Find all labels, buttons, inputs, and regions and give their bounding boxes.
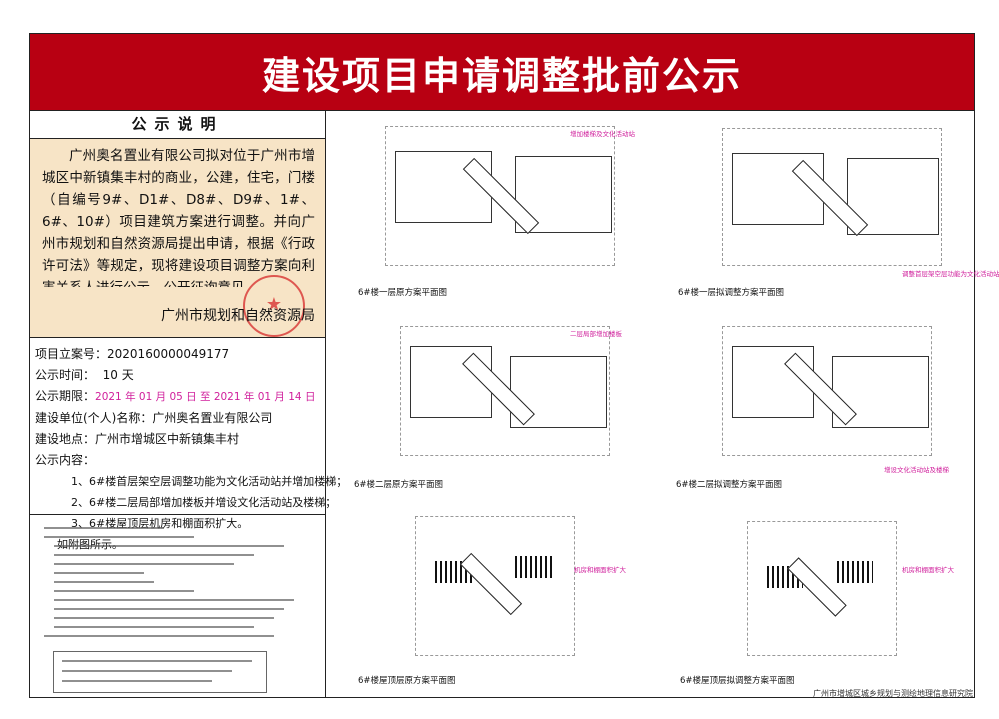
site-label: 建设地点：: [35, 432, 96, 446]
content-item: 2、6#楼二层局部增加楼板并增设文化活动站及楼梯；: [71, 496, 337, 509]
plan-cell-6: 机房和棚面积扩大 6#楼屋顶层拟调整方案平面图: [652, 516, 972, 696]
duration-value: 10 天: [102, 368, 134, 382]
page-title: 建设项目申请调整批前公示: [261, 53, 742, 98]
fine-print-block: [30, 514, 325, 694]
issuer-box: 广州市规划和自然资源局: [30, 275, 325, 338]
notice-body: 广州奥名置业有限公司拟对位于广州市增城区中新镇集丰村的商业，公建，住宅，门楼（自…: [30, 139, 325, 296]
floor-plan-drawing: [722, 128, 942, 266]
fine-print-line: [54, 581, 154, 583]
plan-caption: 6#楼屋顶层原方案平面图: [358, 676, 456, 686]
plan-outline: [747, 521, 897, 656]
plan-cell-2: 调整首层架空层功能为文化活动站 6#楼一层拟调整方案平面图: [652, 116, 999, 306]
content-label: 公示内容：: [35, 453, 96, 467]
fine-print-line: [54, 563, 234, 565]
title-banner: 建设项目申请调整批前公示: [30, 34, 974, 111]
content-item: 1、6#楼首层架空层调整功能为文化活动站并增加楼梯；: [71, 475, 348, 488]
fine-print-line: [54, 545, 284, 547]
applicant-row: 建设单位(个人)名称：广州奥名置业有限公司: [35, 408, 325, 429]
plan-annotation: 机房和棚面积扩大: [902, 566, 954, 574]
fine-print-line: [62, 670, 232, 672]
plan-cell-3: 二层局部增加楼板 6#楼二层原方案平面图: [330, 316, 648, 506]
fine-print-line: [54, 608, 284, 610]
floor-plan-drawing: [722, 326, 932, 456]
plan-caption: 6#楼二层拟调整方案平面图: [676, 480, 783, 490]
period-label: 公示期限：: [35, 389, 96, 403]
plan-outline: [722, 326, 932, 456]
plan-stair-hatch: [837, 561, 873, 583]
seal-icon: [243, 275, 305, 337]
site-value: 广州市增城区中新镇集丰村: [95, 432, 240, 446]
applicant-value: 广州奥名置业有限公司: [152, 411, 273, 425]
plan-outline: [415, 516, 575, 656]
floor-plan-drawing: [385, 126, 615, 266]
case-row: 项目立案号：2020160000049177: [35, 344, 325, 365]
plan-wall: [515, 156, 612, 233]
duration-label: 公示时间：: [35, 368, 96, 382]
plan-stair-hatch: [515, 556, 555, 578]
plan-annotation: 调整首层架空层功能为文化活动站: [902, 270, 999, 278]
fine-print-line: [54, 590, 194, 592]
plan-annotation: 增设文化活动站及楼梯: [884, 466, 949, 474]
floor-plan-drawing: [400, 326, 610, 456]
notice-heading: 公示说明: [30, 110, 325, 139]
floor-plan-drawing: [415, 516, 575, 656]
fine-print-box: [53, 651, 267, 693]
period-value: 2021 年 01 月 05 日 至 2021 年 01 月 14 日: [95, 391, 316, 403]
fine-print-line: [44, 527, 164, 529]
fine-print-line: [54, 626, 254, 628]
fine-print-line: [54, 554, 254, 556]
fine-print-line: [54, 617, 274, 619]
plan-outline: [385, 126, 615, 266]
plan-caption: 6#楼一层拟调整方案平面图: [678, 288, 785, 298]
notice-column: 公示说明 广州奥名置业有限公司拟对位于广州市增城区中新镇集丰村的商业，公建，住宅…: [30, 110, 348, 697]
project-info: 项目立案号：2020160000049177 公示时间： 10 天 公示期限：2…: [30, 338, 348, 555]
plan-caption: 6#楼屋顶层拟调整方案平面图: [680, 676, 795, 686]
floor-plan-drawing: [747, 521, 897, 656]
duration-row: 公示时间： 10 天: [35, 365, 325, 386]
issuer-name: 广州市规划和自然资源局: [161, 308, 315, 324]
fine-print-line: [44, 635, 274, 637]
plan-outline: [722, 128, 942, 266]
footer-credit: 广州市增城区城乡规划与测绘地理信息研究院: [813, 689, 973, 698]
notice-frame: 建设项目申请调整批前公示 公示说明 广州奥名置业有限公司拟对位于广州市增城区中新…: [29, 33, 999, 698]
plan-cell-4: 增设文化活动站及楼梯 6#楼二层拟调整方案平面图: [652, 316, 972, 506]
fine-print-line: [44, 536, 194, 538]
fine-print-line: [54, 599, 294, 601]
plan-annotation: 机房和棚面积扩大: [574, 566, 626, 574]
case-label: 项目立案号：: [35, 347, 108, 361]
site-row: 建设地点：广州市增城区中新镇集丰村: [35, 429, 325, 450]
plan-cell-1: 增加楼梯及文化活动站 6#楼一层原方案平面图: [330, 116, 648, 306]
applicant-label: 建设单位(个人)名称：: [35, 411, 153, 425]
fine-print-line: [62, 660, 252, 662]
plan-wall: [847, 158, 939, 235]
plan-outline: [400, 326, 610, 456]
plan-cell-5: 机房和棚面积扩大 6#楼屋顶层原方案平面图: [330, 516, 648, 696]
plan-caption: 6#楼二层原方案平面图: [354, 480, 444, 490]
period-row: 公示期限：2021 年 01 月 05 日 至 2021 年 01 月 14 日: [35, 386, 325, 408]
plan-annotation: 二层局部增加楼板: [570, 330, 622, 338]
fine-print-line: [54, 572, 144, 574]
plan-annotation: 增加楼梯及文化活动站: [570, 130, 635, 138]
see-figure-note: 如附图所示。: [35, 534, 325, 555]
plan-caption: 6#楼一层原方案平面图: [358, 288, 448, 298]
content-item: 3、6#楼屋顶层机房和棚面积扩大。: [71, 517, 249, 530]
case-number: 2020160000049177: [107, 347, 230, 361]
fine-print-line: [62, 680, 212, 682]
